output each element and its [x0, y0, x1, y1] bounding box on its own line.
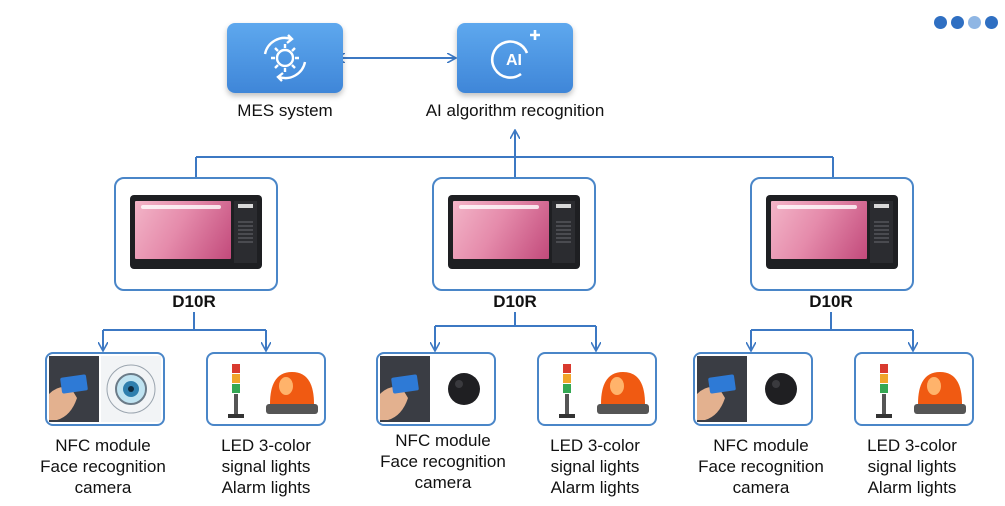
alarm-light-icon	[597, 372, 649, 414]
face-camera-icon	[101, 356, 161, 422]
black-camera-icon	[749, 356, 809, 422]
tablet-icon	[130, 195, 262, 269]
module-line: Alarm lights	[867, 478, 957, 497]
tablet-screen	[135, 201, 231, 259]
module-line: Alarm lights	[221, 478, 311, 497]
module-line: camera	[74, 478, 132, 497]
tablet-icon	[448, 195, 580, 269]
page-indicator-dots	[934, 16, 998, 29]
module-line: NFC module	[713, 436, 809, 455]
module-line: LED 3-color	[550, 436, 640, 455]
module-line: NFC module	[395, 431, 491, 450]
nfc-card-icon	[380, 356, 430, 422]
black-camera-icon	[432, 356, 492, 422]
module-line: LED 3-color	[221, 436, 311, 455]
led-alarm-module-1	[206, 352, 326, 426]
led-module-2-text: LED 3-color signal lights Alarm lights	[515, 435, 675, 498]
led-alarm-module-3	[854, 352, 974, 426]
nfc-face-icons	[49, 356, 161, 422]
page-dot	[985, 16, 998, 29]
tablet-side-panel	[234, 201, 257, 263]
device-2-name: D10R	[493, 292, 537, 311]
nfc-module-1-text: NFC module Face recognition camera	[18, 435, 188, 498]
tablet-screen	[771, 201, 867, 259]
module-line: Face recognition	[698, 457, 824, 476]
page-dot	[968, 16, 981, 29]
mes-system-node	[227, 23, 343, 93]
nfc-face-module-2	[376, 352, 496, 426]
d10r-device-1	[114, 177, 278, 291]
led-icons	[559, 364, 649, 418]
module-line: signal lights	[550, 457, 640, 476]
nfc-module-3-text: NFC module Face recognition camera	[676, 435, 846, 498]
module-line: camera	[414, 473, 472, 492]
module-line: Face recognition	[40, 457, 166, 476]
page-dot	[951, 16, 964, 29]
tower-light-icon	[228, 364, 244, 418]
ai-recognition-node: AI	[457, 23, 573, 93]
d10r-device-3	[750, 177, 914, 291]
nfc-card-icon	[49, 356, 99, 422]
tablet-screen	[453, 201, 549, 259]
module-line: signal lights	[221, 457, 311, 476]
nfc-module-2-text: NFC module Face recognition camera	[358, 430, 528, 493]
alarm-light-icon	[266, 372, 318, 414]
module-line: Face recognition	[380, 452, 506, 471]
page-dot	[934, 16, 947, 29]
led-icons	[876, 364, 966, 418]
svg-text:AI: AI	[506, 52, 522, 69]
led-module-1-text: LED 3-color signal lights Alarm lights	[186, 435, 346, 498]
module-line: camera	[732, 478, 790, 497]
nfc-face-module-1	[45, 352, 165, 426]
tower-light-icon	[559, 364, 575, 418]
d10r-device-2	[432, 177, 596, 291]
module-line: Alarm lights	[550, 478, 640, 497]
tablet-side-panel	[870, 201, 893, 263]
tablet-icon	[766, 195, 898, 269]
device-1-name: D10R	[172, 292, 216, 311]
alarm-light-icon	[914, 372, 966, 414]
module-line: signal lights	[867, 457, 957, 476]
module-line: NFC module	[55, 436, 151, 455]
device-3-name: D10R	[809, 292, 853, 311]
nfc-face-module-3	[693, 352, 813, 426]
led-icons	[228, 364, 318, 418]
nfc-face-icons	[697, 356, 809, 422]
ai-recognition-label: AI algorithm recognition	[425, 101, 605, 120]
tower-light-icon	[876, 364, 892, 418]
module-line: LED 3-color	[867, 436, 957, 455]
nfc-face-icons	[380, 356, 492, 422]
gear-cycle-icon	[263, 34, 307, 82]
tablet-side-panel	[552, 201, 575, 263]
nfc-card-icon	[697, 356, 747, 422]
ai-plus-icon: AI	[491, 30, 540, 79]
led-module-3-text: LED 3-color signal lights Alarm lights	[832, 435, 992, 498]
led-alarm-module-2	[537, 352, 657, 426]
mes-system-label: MES system	[237, 101, 333, 120]
